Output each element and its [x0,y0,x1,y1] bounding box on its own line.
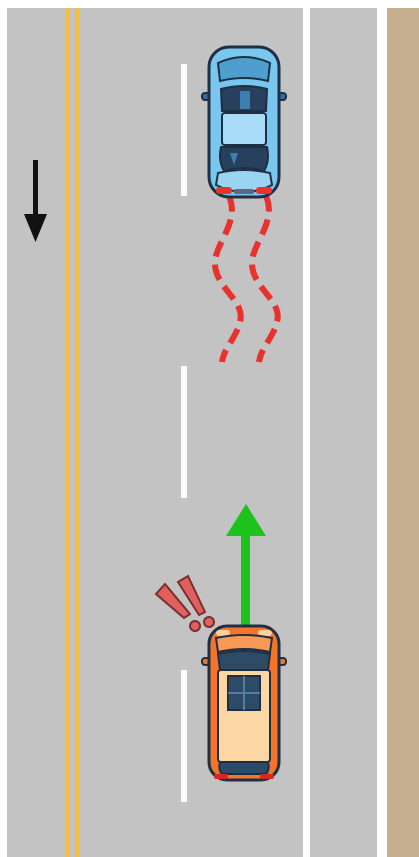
orange-car [202,626,286,780]
blue-car [202,47,286,197]
car-top-view-icon [202,626,286,780]
car-top-view-icon [202,47,286,197]
shoulder-strip [310,8,377,857]
lane-divider-dashes [181,64,187,802]
dirt-roadside [387,8,419,857]
